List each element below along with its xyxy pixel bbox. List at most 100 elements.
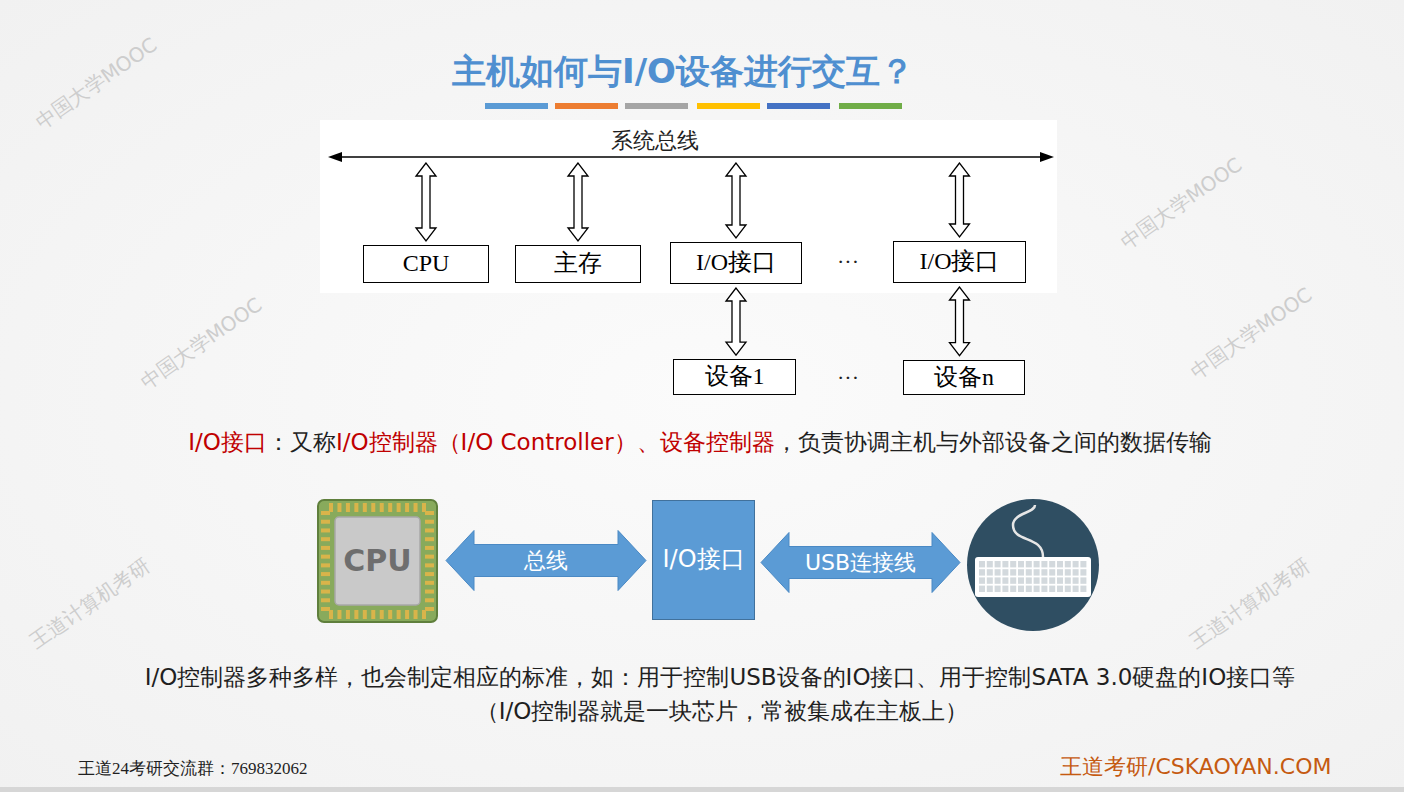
chip-pin	[425, 555, 434, 559]
definition-text: ，负责协调主机与外部设备之间的数据传输	[775, 429, 1212, 455]
keyboard-key	[1073, 561, 1079, 567]
keyboard-key	[979, 577, 985, 583]
keyboard-key	[1073, 577, 1079, 583]
chip-pin	[321, 528, 330, 532]
keyboard-key	[1002, 569, 1008, 575]
text-row: I/O接口：又称I/O控制器（I/O Controller）、设备控制器，负责协…	[188, 429, 1211, 455]
ellipsis: ···	[837, 249, 859, 274]
system-bus	[328, 152, 1054, 162]
keyboard-key	[1034, 586, 1040, 592]
chip-pin	[321, 598, 330, 602]
connector-label: 总线	[524, 548, 568, 573]
ellipsis: ···	[837, 365, 859, 390]
chip-pin	[363, 610, 367, 619]
chip-heat-spreader	[335, 517, 420, 605]
io-device-connector	[726, 288, 746, 355]
keyboard-key	[1026, 577, 1032, 583]
bottom-strip	[0, 787, 1404, 792]
keyboard-key	[1049, 561, 1055, 567]
chip-pin	[346, 503, 350, 512]
keyboard-key	[987, 561, 993, 567]
watermark: 中国大学MOOC	[1185, 282, 1317, 386]
keyboard-key	[1057, 561, 1063, 567]
footer-brand: 王道考研/CSKAOYAN.COM	[1060, 754, 1331, 779]
chip-pin	[414, 503, 418, 512]
cpu-box: CPU	[363, 245, 489, 283]
bus-line	[338, 156, 1044, 158]
keyboard-key	[1010, 561, 1016, 567]
keyboard-key	[1041, 577, 1047, 583]
bar	[555, 103, 618, 109]
chip-pin	[422, 610, 426, 619]
bus-connector	[950, 163, 970, 237]
definition-text: ：又称	[267, 429, 336, 455]
keyboard-key	[1080, 569, 1086, 575]
bar	[485, 103, 548, 109]
chip-pin	[405, 503, 409, 512]
bus-connector	[726, 163, 746, 238]
cpu-chip: CPU	[315, 497, 440, 625]
keyboard-key	[1080, 577, 1086, 583]
chip-pin	[405, 610, 409, 619]
keyboard-key	[1049, 569, 1055, 575]
chip-pin	[329, 503, 333, 512]
io-interface-box: I/O接口	[670, 242, 802, 284]
chip-pin	[422, 503, 426, 512]
chip-pin	[425, 563, 434, 567]
node-text: CPU	[343, 544, 411, 579]
keyboard-key	[987, 586, 993, 592]
bus-arrowhead	[328, 152, 342, 162]
keyboard-key	[1049, 586, 1055, 592]
keyboard-key	[995, 586, 1001, 592]
keyboard-key	[1049, 577, 1055, 583]
io-controller-box: I/O接口	[652, 500, 755, 620]
node-text: I/O接口	[920, 248, 1000, 276]
chip-pin	[371, 503, 375, 512]
watermark: 中国大学MOOC	[30, 32, 162, 136]
chip-pin	[321, 511, 330, 515]
keyboard-key	[1010, 586, 1016, 592]
keyboard-key	[1026, 569, 1032, 575]
bus-connectors	[416, 163, 970, 241]
chip-pin	[388, 503, 392, 512]
io-device-connector	[950, 287, 970, 356]
chip-pin	[337, 503, 341, 512]
keyboard-key	[1057, 586, 1063, 592]
chip-pin	[337, 610, 341, 619]
keyboard-key	[987, 577, 993, 583]
keyboard-key	[1026, 561, 1032, 567]
chip-pin	[363, 503, 367, 512]
chip-pin	[380, 610, 384, 619]
bus-arrowhead	[1040, 152, 1054, 162]
chip-pin	[321, 563, 330, 567]
chip-pin	[380, 503, 384, 512]
chip-pin	[321, 590, 330, 594]
bar	[839, 103, 902, 109]
chip-pin	[425, 572, 434, 576]
chip-pin	[425, 546, 434, 550]
chip-pin	[425, 590, 434, 594]
chip-pin	[425, 537, 434, 541]
node-text: 设备1	[705, 363, 765, 391]
keyboard-key	[995, 569, 1001, 575]
keyboard-key	[1034, 577, 1040, 583]
connector-label: USB连接线	[805, 550, 916, 575]
keyboard-drawing	[966, 498, 1100, 632]
bar	[767, 103, 830, 109]
diagram-panel	[320, 120, 1057, 293]
keyboard-key	[1034, 561, 1040, 567]
chip-pin	[425, 581, 434, 585]
watermark: 中国大学MOOC	[1115, 152, 1247, 256]
keyboard-key	[1065, 569, 1071, 575]
chip-pin	[425, 520, 434, 524]
bar	[625, 103, 688, 109]
node-text: 设备n	[934, 364, 994, 392]
io-interface-box: I/O接口	[893, 241, 1026, 283]
chip-pin	[321, 546, 330, 550]
keyboard-key	[995, 561, 1001, 567]
device-box: 设备n	[903, 360, 1025, 396]
note-text: （I/O控制器就是一块芯片，常被集成在主板上）	[476, 698, 969, 724]
chip-pin	[425, 598, 434, 602]
keyboard-key	[1041, 569, 1047, 575]
